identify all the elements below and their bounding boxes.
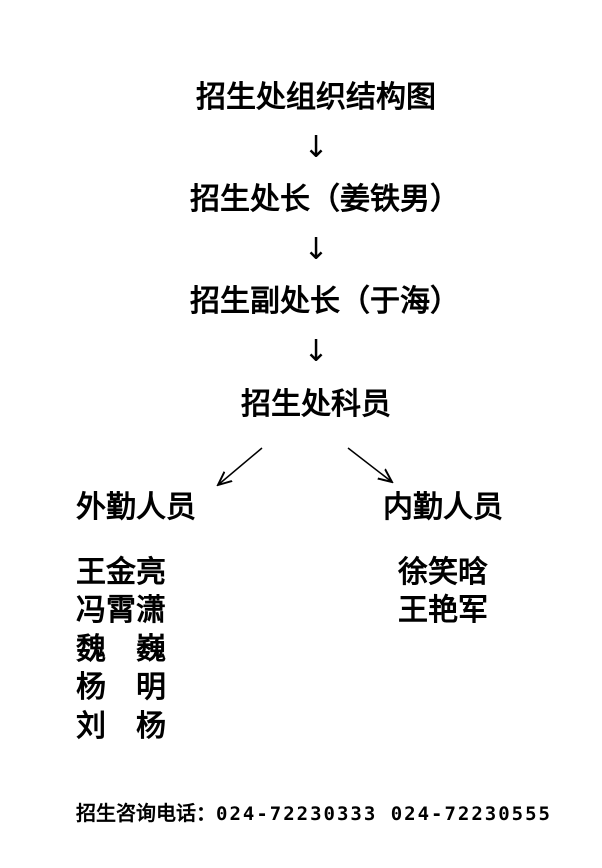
outside-member: 杨 明 [76, 670, 166, 705]
right-branch-arrow-icon [347, 447, 392, 482]
director-box: 招生处长（姜铁男） [190, 182, 460, 217]
outside-member: 刘 杨 [76, 709, 166, 744]
down-arrow-icon: ↓ [303, 232, 329, 267]
contact-footer: 招生咨询电话：024-72230333 024-72230555 [76, 797, 552, 826]
deputy-director-box: 招生副处长（于海） [190, 284, 460, 319]
staff-box: 招生处科员 [241, 387, 391, 422]
down-arrow-icon: ↓ [303, 334, 329, 369]
inside-member: 徐笑晗 [398, 555, 488, 590]
inside-staff-heading: 内勤人员 [383, 490, 503, 525]
chart-title: 招生处组织结构图 [196, 80, 436, 115]
outside-staff-heading: 外勤人员 [76, 490, 196, 525]
left-branch-arrow-icon [218, 447, 263, 485]
outside-member: 冯霄潇 [76, 593, 166, 628]
contact-phones: 024-72230333 024-72230555 [216, 803, 552, 825]
outside-member: 王金亮 [76, 555, 166, 590]
contact-label: 招生咨询电话： [76, 801, 216, 825]
down-arrow-icon: ↓ [303, 130, 329, 165]
outside-member: 魏 巍 [76, 632, 166, 667]
inside-member: 王艳军 [398, 593, 488, 628]
